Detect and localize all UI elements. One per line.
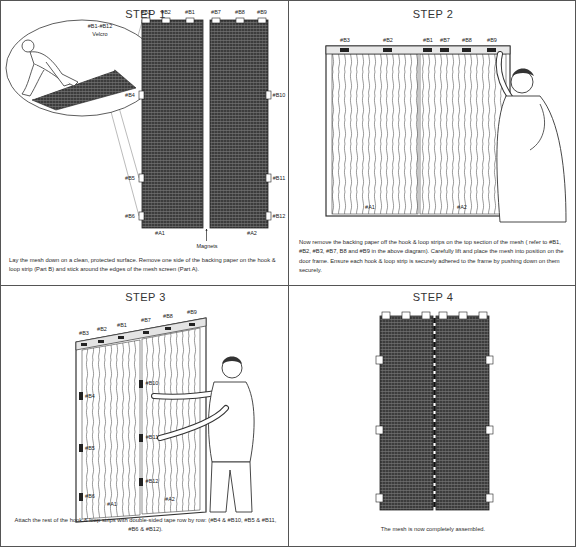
working-person bbox=[154, 357, 254, 513]
frame-top bbox=[326, 46, 510, 54]
mesh-panel bbox=[332, 54, 418, 214]
callout-label: #B11 bbox=[273, 176, 285, 182]
callout-label: #B8 bbox=[163, 314, 173, 320]
mesh-panel bbox=[436, 316, 489, 510]
magnet-marks bbox=[204, 32, 209, 214]
mesh-detail bbox=[32, 70, 136, 110]
callout-label: #B12 bbox=[146, 479, 159, 485]
callout-label: #B7 bbox=[211, 10, 221, 16]
callout-label: #B11 bbox=[146, 435, 158, 441]
kneeling-person bbox=[22, 40, 78, 96]
callout-label: #B1 bbox=[185, 10, 195, 16]
hook-loop-strips bbox=[79, 323, 195, 501]
callout-label: Velcro bbox=[92, 32, 107, 38]
mesh-panel bbox=[82, 340, 140, 519]
step-caption: The mesh is now completely assembled. bbox=[299, 525, 567, 534]
callout-label: #B7 bbox=[440, 38, 450, 44]
hook-loop-strips bbox=[340, 48, 496, 52]
standing-person bbox=[497, 54, 566, 222]
callout-label: Magnets bbox=[196, 244, 217, 250]
callout-label: #A2 bbox=[247, 231, 257, 237]
step3-illustration bbox=[76, 318, 254, 522]
callout-label: #B3 bbox=[79, 331, 89, 337]
callout-label: #B1-#B12 bbox=[88, 24, 112, 30]
callout-label: #B6 bbox=[85, 494, 95, 500]
callout-label: #B4 bbox=[125, 93, 135, 99]
frame-top bbox=[76, 318, 206, 350]
callout-label: #A1 bbox=[107, 502, 117, 508]
callout-label: #B8 bbox=[235, 10, 245, 16]
inset-circle bbox=[6, 20, 158, 116]
callout-label: #B2 bbox=[97, 327, 107, 333]
step1-illustration bbox=[6, 18, 271, 241]
mesh-panel bbox=[420, 54, 506, 214]
callout-label: #B4 bbox=[85, 394, 95, 400]
step4-illustration bbox=[376, 312, 493, 510]
callout-label: #B10 bbox=[273, 93, 286, 99]
step-panel: STEP 3 Attach the rest of the hook & loop… bbox=[0, 285, 289, 547]
callout-label: #B2 bbox=[383, 38, 393, 44]
callout-label: #B6 bbox=[125, 214, 135, 220]
step-heading: STEP 2 bbox=[289, 8, 576, 21]
step-caption: Now remove the backing paper off the hoo… bbox=[299, 238, 569, 276]
callout-label: #B3 bbox=[141, 10, 151, 16]
hook-loop-strips bbox=[376, 312, 493, 502]
step-panel: STEP 1Lay the mesh down on a clean, prot… bbox=[0, 0, 289, 286]
mesh-panel bbox=[142, 328, 200, 514]
callout-label: #B9 bbox=[487, 38, 497, 44]
mesh-panel bbox=[142, 20, 203, 228]
callout-label: #B9 bbox=[187, 310, 197, 316]
callout-label: #A2 bbox=[165, 497, 175, 503]
door-frame bbox=[76, 318, 206, 522]
callout-label: #B3 bbox=[340, 38, 350, 44]
callout-label: #A2 bbox=[457, 205, 467, 211]
step-caption: Attach the rest of the hook & loop strip… bbox=[13, 516, 278, 534]
callout-label: #A1 bbox=[365, 205, 375, 211]
callout-label: #B7 bbox=[141, 318, 151, 324]
magnet-seam bbox=[433, 318, 436, 508]
door-frame bbox=[326, 46, 510, 216]
step-heading: STEP 4 bbox=[289, 291, 576, 304]
callout-label: #B5 bbox=[85, 446, 95, 452]
callout-label: #B10 bbox=[146, 381, 159, 387]
callout-label: #B9 bbox=[257, 10, 267, 16]
callout-label: #B2 bbox=[161, 10, 171, 16]
callout-label: #B1 bbox=[117, 323, 127, 329]
step2-illustration bbox=[326, 46, 566, 222]
callout-label: #B1 bbox=[423, 38, 433, 44]
step-panel: STEP 4 The mesh is now completely assembl… bbox=[288, 285, 576, 547]
callout-label: #B12 bbox=[273, 214, 286, 220]
leader-line bbox=[206, 229, 207, 241]
step-heading: STEP 3 bbox=[1, 291, 290, 304]
callout-label: #B8 bbox=[462, 38, 472, 44]
callout-label: #A1 bbox=[155, 231, 165, 237]
mesh-panel bbox=[380, 316, 433, 510]
mesh-panel bbox=[210, 20, 268, 228]
hook-loop-strips bbox=[139, 18, 271, 220]
callout-label: #B5 bbox=[125, 176, 135, 182]
step-caption: Lay the mesh down on a clean, protected … bbox=[9, 256, 283, 273]
